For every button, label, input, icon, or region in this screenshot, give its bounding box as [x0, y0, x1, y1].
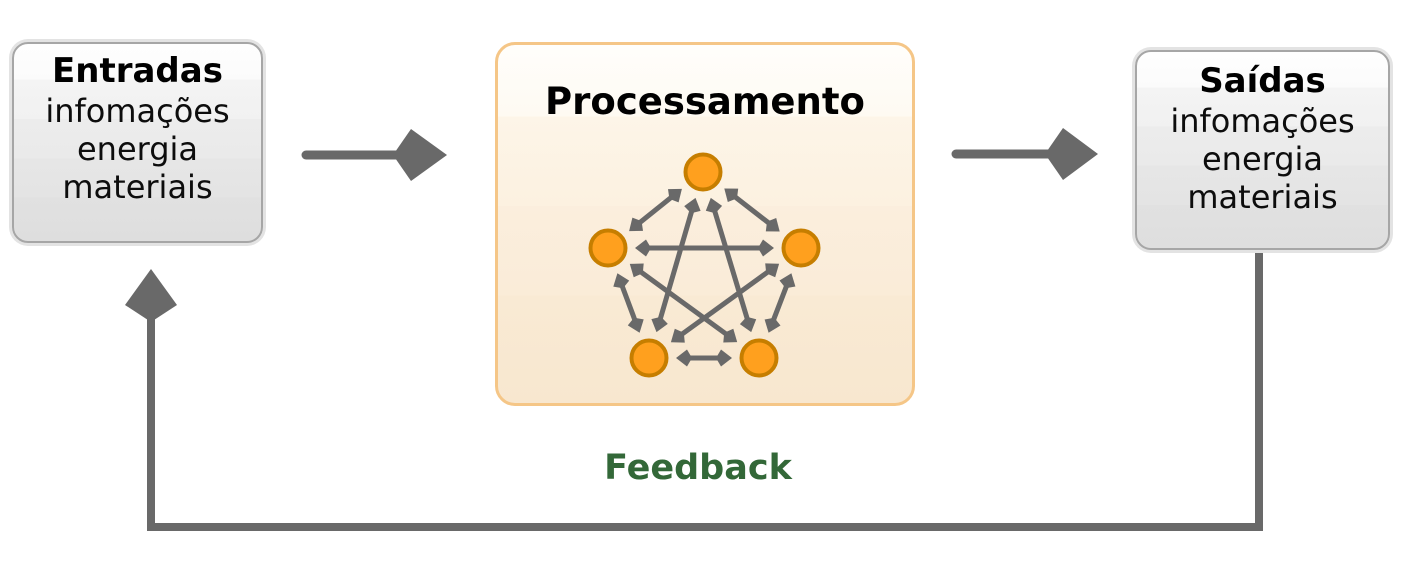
network-arrowhead: [758, 239, 774, 257]
inputs-line: materiais: [62, 168, 213, 206]
network-edge: [771, 285, 789, 321]
network-edge: [657, 210, 695, 320]
network-arrowhead: [684, 197, 701, 214]
outputs-box: Saídas infomações energia materiais: [1135, 50, 1390, 250]
network-arrowhead: [723, 328, 738, 343]
inputs-box: Entradas infomações energia materiais: [12, 42, 263, 243]
input-arrow: [301, 129, 447, 181]
network-arrowhead: [764, 317, 781, 333]
network-edge: [733, 195, 771, 225]
network-node: [781, 228, 821, 268]
network-arrowhead: [629, 217, 643, 232]
network-edge: [619, 285, 638, 321]
network-node: [683, 152, 723, 192]
outputs-title: Saídas: [1199, 61, 1326, 101]
network-arrowhead: [635, 239, 651, 257]
network-arrowhead: [724, 188, 739, 202]
network-arrowhead: [613, 273, 630, 289]
outputs-line: materiais: [1187, 178, 1338, 216]
network-arrowhead: [765, 218, 780, 232]
network-arrowhead: [629, 263, 644, 278]
feedback-label: Feedback: [604, 448, 792, 488]
inputs-line: infomações: [45, 92, 230, 130]
network-arrowhead: [668, 188, 682, 203]
network-edge: [638, 195, 673, 225]
network-node: [739, 338, 779, 378]
network-icon: [588, 152, 821, 378]
outputs-line: energia: [1201, 140, 1324, 178]
network-edge: [712, 210, 750, 320]
network-edge: [680, 269, 770, 337]
network-arrowhead: [739, 316, 757, 333]
output-arrow: [951, 128, 1098, 180]
network-arrowhead: [765, 263, 780, 278]
network-node: [629, 338, 669, 378]
network-arrowhead: [651, 316, 668, 333]
feedback-loop-arrow: [125, 250, 1263, 531]
network-arrowhead: [779, 273, 796, 289]
inputs-line: energia: [76, 130, 199, 168]
network-arrowhead: [670, 328, 685, 343]
process-title: Processamento: [545, 80, 865, 123]
network-node: [588, 228, 628, 268]
process-box: Processamento: [495, 42, 915, 406]
network-arrowhead: [627, 317, 644, 333]
network-arrowhead: [705, 197, 723, 214]
network-arrowhead: [716, 349, 732, 367]
network-arrowhead: [676, 349, 692, 367]
inputs-title: Entradas: [52, 51, 223, 91]
outputs-line: infomações: [1170, 102, 1355, 140]
network-edge: [639, 270, 728, 336]
